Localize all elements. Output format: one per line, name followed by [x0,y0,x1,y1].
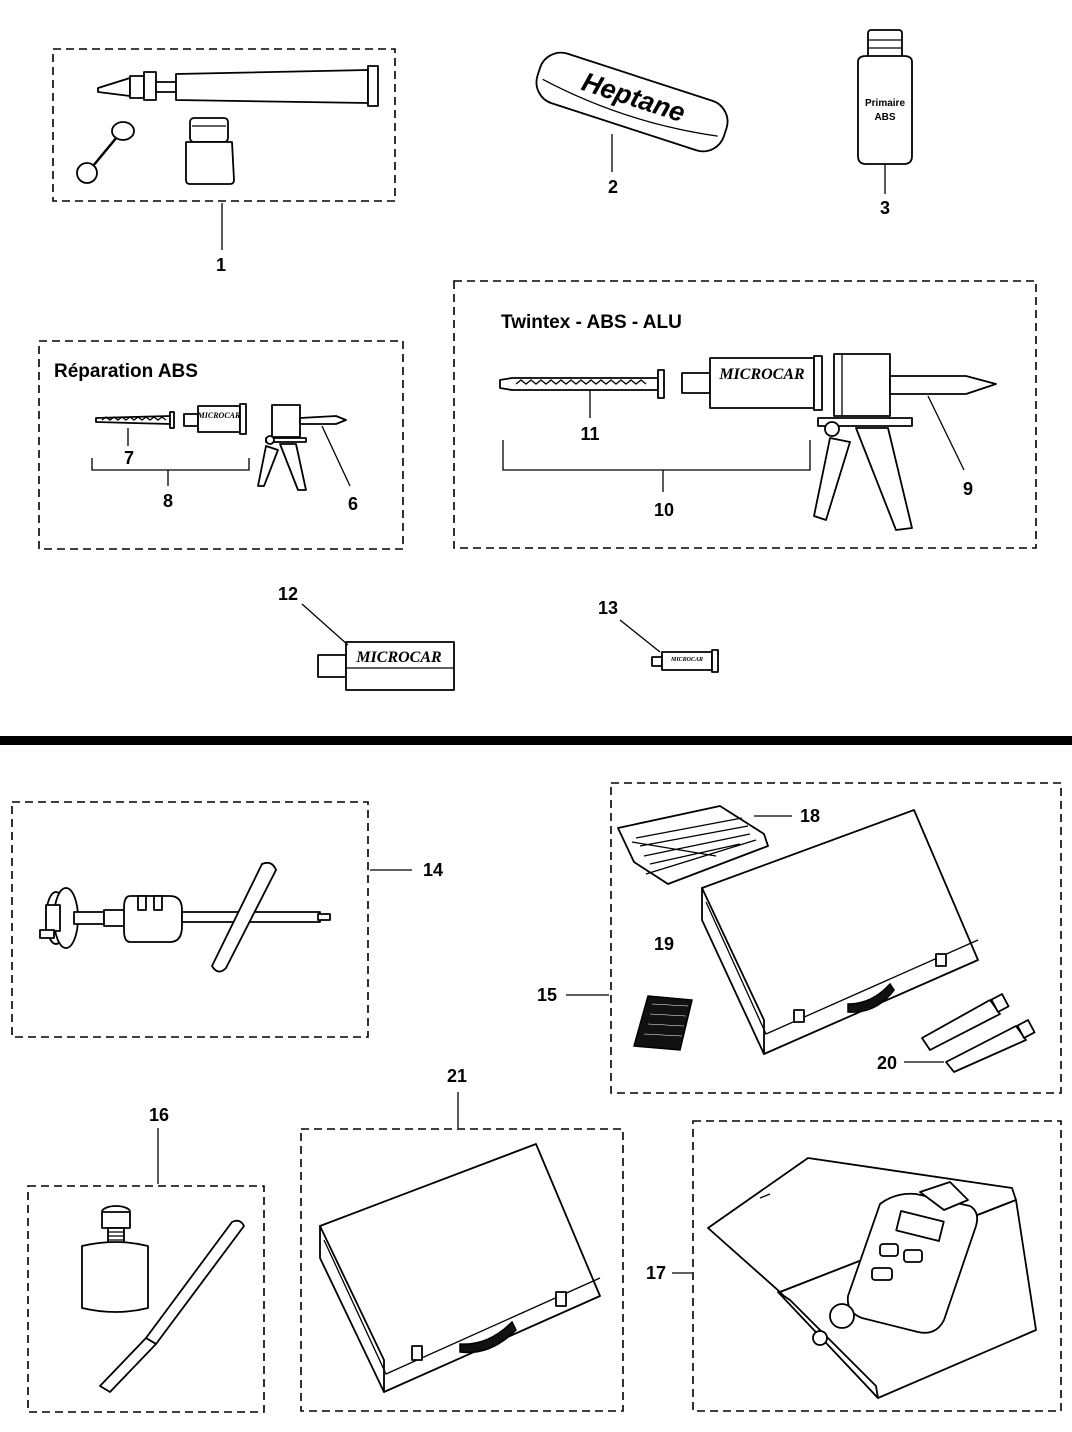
heptane-group: Heptane 2 [535,51,729,197]
tachometer-17-group: 17 [646,1120,1062,1412]
case-21-frame [300,1128,624,1412]
cartridge-brand: MICROCAR [718,366,805,383]
callout-13: 13 [598,598,618,618]
paste-tubes-icon [921,993,1036,1073]
dispensing-gun-icon [813,353,997,531]
primaire-text-line1: Primaire [865,98,905,109]
callout-18: 18 [800,806,820,826]
kit-15-group: 18 19 20 15 [537,782,1062,1094]
twintex-title: Twintex - ABS - ALU [501,312,682,333]
brush-icon [76,121,135,184]
section-divider [0,736,1072,745]
toolbox-21-icon [319,1143,601,1393]
puller-14-group: 14 [11,801,443,1038]
callout-2: 2 [608,177,618,197]
twintex-frame [453,280,1037,549]
primaire-text-line2: ABS [874,112,895,123]
tool-16-frame [27,1185,265,1413]
callout-17: 17 [646,1263,666,1283]
callout-7: 7 [124,448,134,468]
callout-19: 19 [654,934,674,954]
callout-14: 14 [423,860,443,880]
puller-frame [11,801,369,1038]
tachometer-frame [692,1120,1062,1412]
callout-20: 20 [877,1053,897,1073]
callout-15: 15 [537,985,557,1005]
cartridge-icon: MICROCAR [681,355,823,411]
reparation-frame [38,340,404,550]
callout-8: 8 [163,491,173,511]
callout-1: 1 [216,255,226,275]
primaire-group: Primaire ABS 3 [857,29,913,218]
callout-9: 9 [963,479,973,499]
callout-21: 21 [447,1066,467,1086]
reparation-title: Réparation ABS [54,361,198,382]
cartridge-12-body [345,641,455,691]
case-21-group: 21 [300,1066,624,1412]
kit-1-frame [52,48,396,202]
cartridge-13-cap [651,656,663,667]
callout-10: 10 [654,500,674,520]
leader-9 [927,395,965,471]
kit-15-frame [610,782,1062,1094]
small-gun-icon [257,404,347,491]
callout-11: 11 [580,424,599,444]
tachometer-device-icon [812,1181,979,1346]
cartridge-12-cap [317,654,347,678]
cartridge-13-group: MICROCAR 13 [598,598,719,673]
rod-tool-icon [99,1219,245,1393]
primaire-bottle-icon: Primaire ABS [857,29,913,165]
twintex-group: Twintex - ABS - ALU MICROCAR 11 10 [453,280,1037,549]
bracket-10 [502,440,811,471]
heptane-bar-icon: Heptane [535,51,729,153]
jar-icon [185,117,235,185]
puller-tool-icon [39,861,331,973]
leader-13 [619,619,661,653]
mixer-nozzle-icon [499,369,665,399]
reparation-abs-group: Réparation ABS MICROCAR 7 8 6 [38,340,404,550]
callout-16: 16 [149,1105,169,1125]
leader-12 [301,603,349,646]
rods-bag-icon [617,805,769,885]
cartridge-12-brand: MICROCAR [355,649,442,666]
leader-6 [321,425,351,487]
cartridge-12-group: MICROCAR 12 [278,584,455,691]
kit-1-group: 1 [52,48,396,275]
toolbox-15-icon [701,809,979,1055]
bolt-weight-icon [81,1205,149,1313]
cartridge-13-brand: MICROCAR [670,657,703,663]
callout-6: 6 [348,494,358,514]
callout-12: 12 [278,584,298,604]
tool-16-group: 16 [27,1105,265,1413]
bracket-8 [91,458,250,471]
small-cartridge-brand: MICROCAR [197,411,241,420]
callout-3: 3 [880,198,890,218]
small-cartridge-icon: MICROCAR [183,403,247,435]
small-mixer-nozzle-icon [95,411,175,429]
mesh-patch-icon [633,995,693,1051]
glue-tube-icon [97,65,379,107]
